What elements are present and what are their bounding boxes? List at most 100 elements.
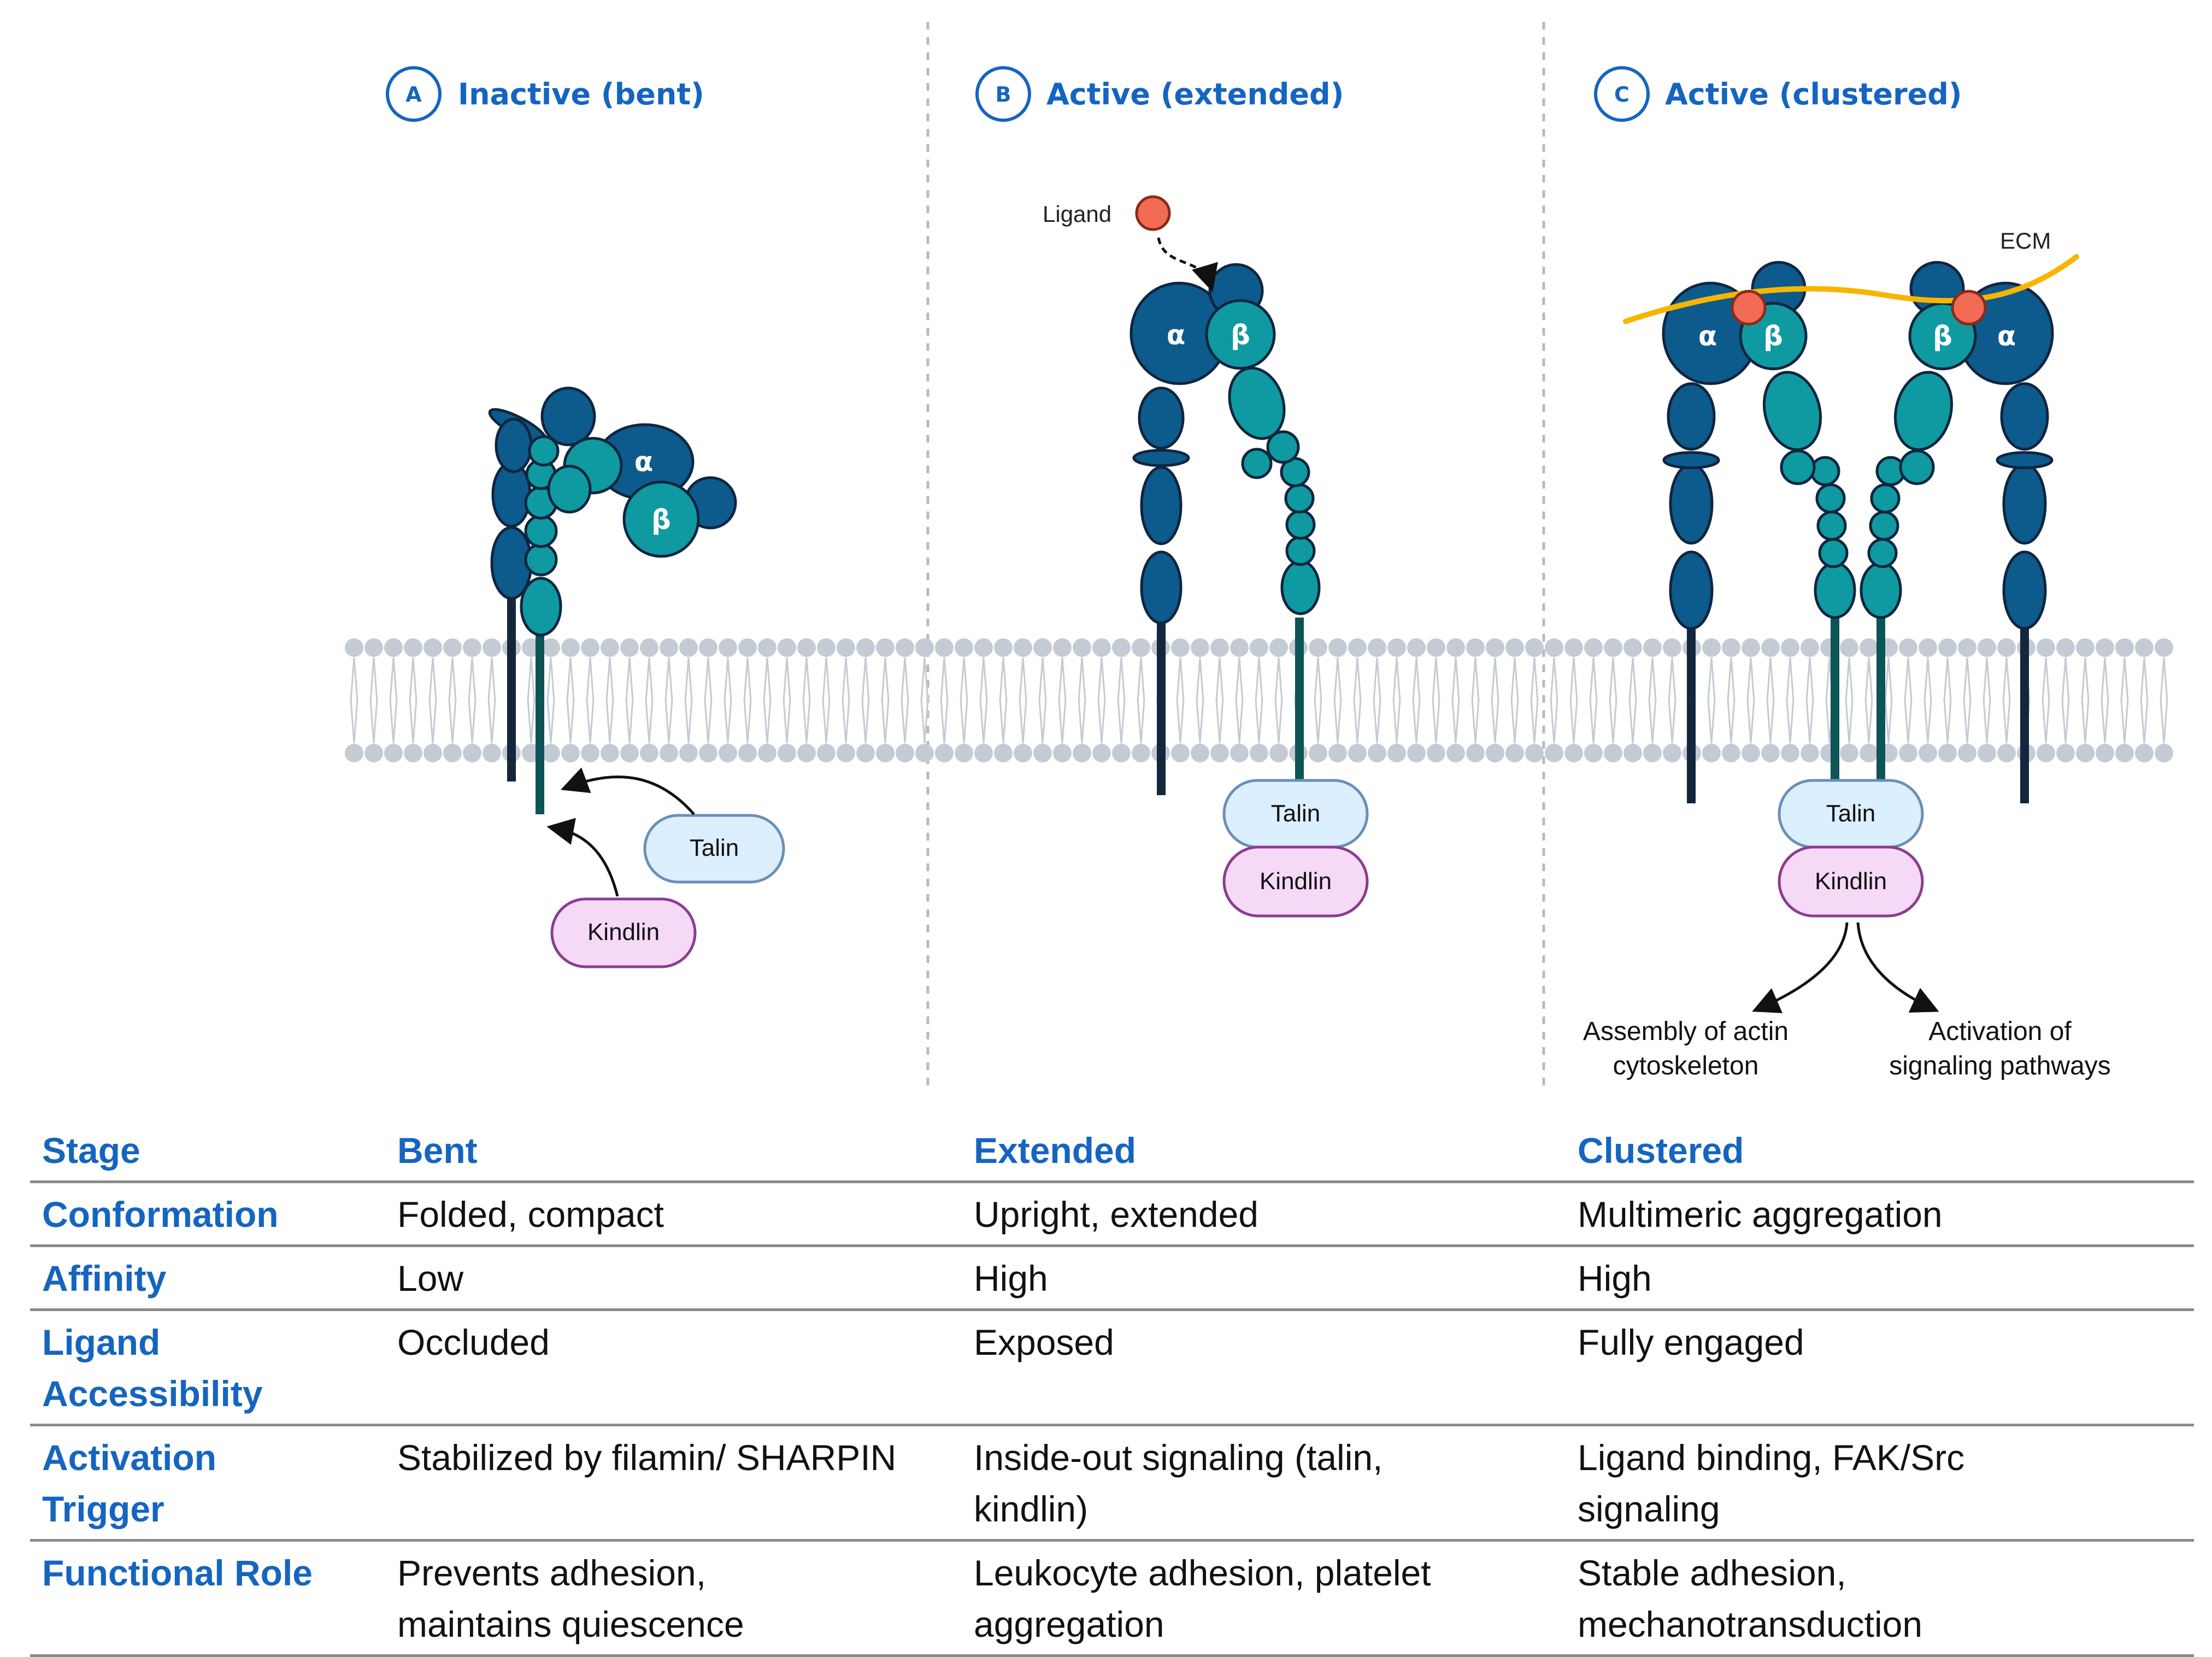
table-cell-clustered: Multimeric aggregation [1566,1183,2194,1244]
lipid-tail [350,699,358,744]
lipid-tail [1982,657,1991,702]
lipid-tail [802,699,811,744]
lipid-tail [1805,699,1814,744]
lipid-tail [2042,657,2050,702]
lipid-head [1132,638,1150,657]
table-cell-line: High [974,1258,1048,1298]
lipid-tail [1432,699,1440,744]
alpha-thigh [2000,382,2049,451]
lipid-head [1899,638,1917,657]
alpha-genu-disc [1996,451,2054,469]
panel-c-talin: Talin [1778,779,1924,849]
lipid-tail [1235,699,1244,744]
lipid-head [345,744,363,762]
lipid-head [1446,744,1465,762]
table-cell-line: Occluded [397,1322,550,1362]
lipid-tail [527,657,536,702]
lipid-head [1427,744,1445,762]
lipid-tail [2160,657,2168,702]
table-cell-extended: Inside-out signaling (talin,kindlin) [962,1426,1566,1539]
lipid-tail [1963,657,1972,702]
lipid-head [935,638,954,657]
lipid-head [1742,744,1760,762]
lipid-tail [1668,657,1676,702]
table-cell-line: Folded, compact [397,1194,664,1235]
panel-b-badge [975,66,1031,122]
integrin-clustered-left [1662,261,1856,803]
lipid-tail [2120,657,2129,702]
lipid-head [1014,744,1032,762]
table-cell-bent: Occluded [385,1311,962,1424]
lipid-tail [861,699,870,744]
panel-a-beta-label: β [651,504,671,536]
lipid-tail [2002,657,2011,702]
lipid-tail [586,657,595,702]
table-cell-line: Inside-out signaling (talin, [974,1437,1383,1478]
lipid-head [1781,638,1799,657]
table-cell-line: Stable adhesion, [1578,1553,1846,1593]
lipid-tail [1884,657,1893,702]
lipid-head [2115,638,2134,657]
lipid-head [640,638,658,657]
lipid-tail [881,699,890,744]
lipid-head [2096,744,2114,762]
lipid-tail [2081,657,2090,702]
lipid-head [955,744,973,762]
kindlin-binding-arrow [546,818,619,897]
panel-b-kindlin: Kindlin [1222,845,1369,918]
beta-egf-4 [524,543,558,577]
lipid-tail [1196,657,1204,702]
lipid-head [1210,638,1229,657]
lipid-tail [389,699,398,744]
table-cell-line: Upright, extended [974,1194,1259,1235]
table-cell-line: signaling [1578,1489,1720,1529]
lipid-head [463,744,481,762]
lipid-head [719,744,737,762]
lipid-tail [1530,657,1539,702]
lipid-head [758,744,776,762]
lipid-tail [1196,699,1204,744]
lipid-tail [1038,699,1047,744]
lipid-head [1663,638,1681,657]
beta-tail-domain [520,577,562,637]
lipid-tail [1373,699,1381,744]
lipid-head [1702,744,1721,762]
lipid-head [1525,638,1544,657]
lipid-tail [1255,699,1263,744]
lipid-tail [605,699,614,744]
lipid-tail [743,657,752,702]
lipid-tail [1805,657,1814,702]
table-cell-line: Stabilized by filamin/ SHARPIN [397,1437,897,1478]
integrin-bent [488,386,737,814]
lipid-tail [409,657,417,702]
lipid-tail [1628,699,1637,744]
lipid-tail [684,657,693,702]
lipid-tail [428,699,437,744]
lipid-head [1860,744,1878,762]
lipid-tail [940,657,949,702]
lipid-tail [546,699,555,744]
alpha-genu-disc [1662,451,1720,469]
lipid-tail [369,699,378,744]
lipid-tail [1746,699,1755,744]
beta-egf-3 [1285,509,1316,540]
panel-b-title: Active (extended) [1046,77,1344,111]
actin-assembly-caption-2: cytoskeleton [1613,1051,1759,1080]
table-cell-line: Low [397,1258,464,1298]
lipid-head [1761,638,1780,657]
lipid-head [660,744,678,762]
lipid-tail [1392,657,1401,702]
lipid-head [1112,638,1131,657]
table-row-label: Affinity [30,1247,385,1308]
lipid-head [876,638,895,657]
lipid-head [1407,744,1426,762]
lipid-tail [743,699,752,744]
lipid-tail [664,699,673,744]
beta-egf-3 [524,514,558,548]
lipid-head [2037,638,2055,657]
lipid-tail [1019,699,1027,744]
lipid-tail [723,657,732,702]
lipid-head [1466,638,1485,657]
